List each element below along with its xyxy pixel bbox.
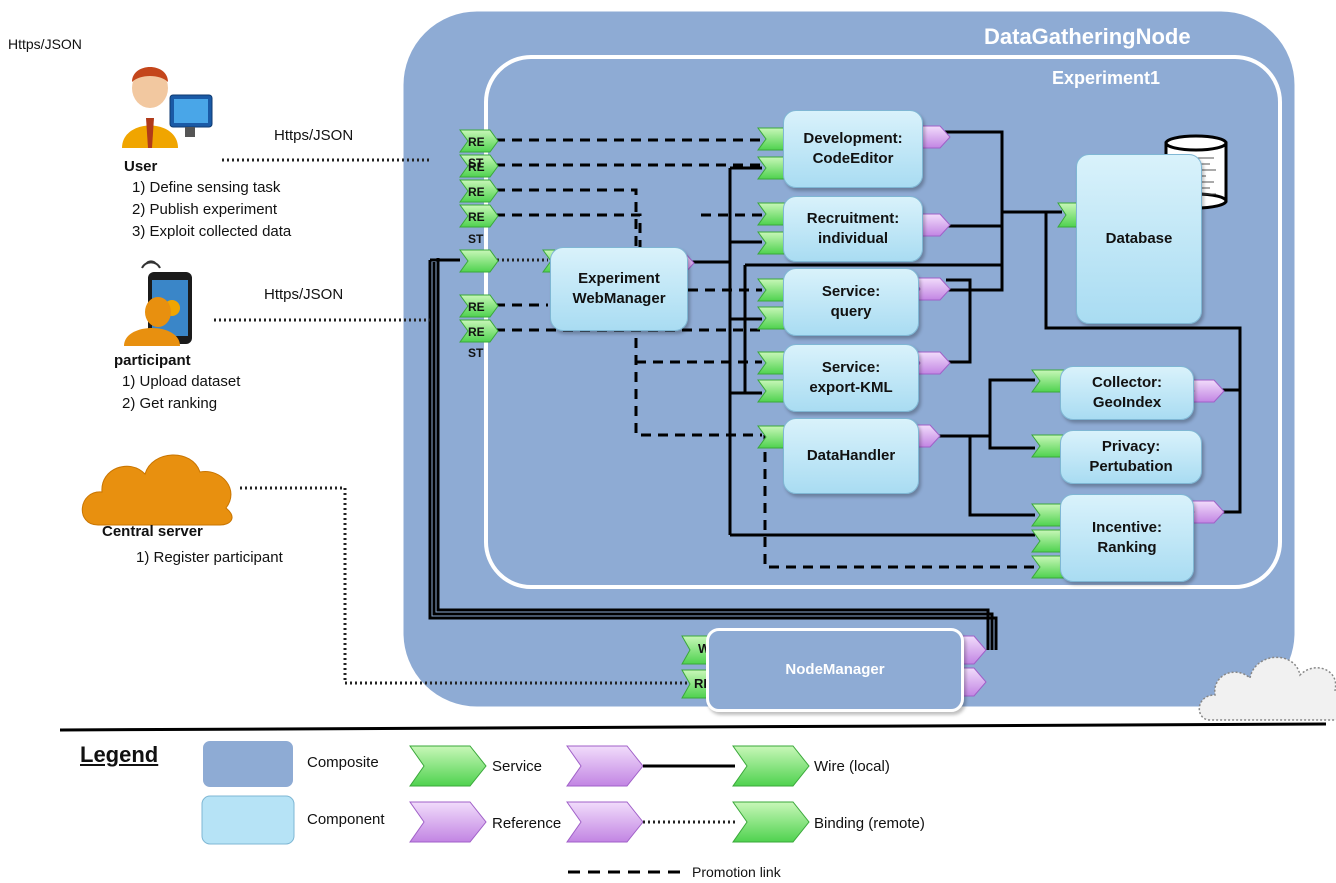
legend-component-swatch [201,795,295,845]
experiment1-title: Experiment1 [1052,68,1161,88]
legend-wire-ref-arrow [566,745,644,787]
component-label-line-1: Database [1105,230,1173,247]
central-server-cloud-icon [81,454,233,526]
remote-bindings [214,158,688,685]
port-label-re-6: RE [468,325,485,339]
experiment-webmanager-component[interactable]: Experiment WebManager [550,247,688,331]
participant-link-label: Https/JSON [264,286,344,303]
legend-binding-service-arrow [732,801,810,843]
port-label-re-2: RE [468,160,485,174]
legend-reference-label: Reference [492,815,562,832]
user-name: User [124,158,158,175]
incentive-component[interactable]: Incentive: Ranking [1060,494,1194,582]
legend-composite-label: Composite [307,754,379,771]
component-label-line-1: NodeManager [785,661,885,678]
legend-promotion-label: Promotion link [692,864,781,880]
component-label-line-2: WebManager [572,290,666,307]
user-task-2: 2) Publish experiment [132,201,278,218]
query-component[interactable]: Service: query [783,268,919,336]
port-label-st-2: ST [468,232,484,246]
component-label-line-1: Recruitment: [806,210,900,227]
component-label-line-1: Privacy: [1101,438,1161,455]
codeeditor-component[interactable]: Development: CodeEditor [783,110,923,188]
component-label-line-1: Incentive: [1091,519,1163,536]
legend-service-label: Service [492,758,543,775]
top-left-protocol-label: Https/JSON [8,36,82,52]
port-label-re-1: RE [468,135,485,149]
port-label-st-1: ST [468,156,484,170]
datahandler-component[interactable]: DataHandler [783,418,919,494]
component-label-line-1: Development: [803,130,903,147]
cloud-icon [1198,656,1336,721]
legend-service-arrow [409,745,487,787]
database-component[interactable]: Database [1076,154,1202,324]
port-label-re-5: RE [468,300,485,314]
local-wires [428,130,1242,650]
participant-task-2: 2) Get ranking [122,395,218,412]
component-label-line-2: Ranking [1097,539,1157,556]
port-label-re-3: RE [468,185,485,199]
legend-binding-label: Binding (remote) [814,815,925,832]
legend-component-label: Component [307,811,385,828]
datagatheringnode-title: DataGatheringNode [984,24,1191,49]
export-kml-component[interactable]: Service: export-KML [783,344,919,412]
component-label-line-2: export-KML [809,379,893,396]
legend-composite-swatch [201,739,295,789]
central-server-task-1: 1) Register participant [136,549,283,566]
component-label-line-2: Pertubation [1089,458,1173,475]
component-label-line-1: Service: [821,359,881,376]
component-label-line-2: query [830,303,872,320]
port-label-re-4: RE [468,210,485,224]
collector-component[interactable]: Collector: GeoIndex [1060,366,1194,420]
component-label-line-1: Experiment [578,270,660,287]
port-label-st-3: ST [468,346,484,360]
legend-reference-arrow [409,801,487,843]
participant-icon [124,260,192,346]
participant-task-1: 1) Upload dataset [122,373,241,390]
recruitment-component[interactable]: Recruitment: individual [783,196,923,262]
user-task-3: 3) Exploit collected data [132,223,292,240]
component-label-line-2: GeoIndex [1092,394,1162,411]
component-label-line-1: DataHandler [806,447,896,464]
user-link-label: Https/JSON [274,127,354,144]
legend-separator [59,722,1327,732]
nodemanager-component[interactable]: NodeManager [706,628,964,712]
privacy-component[interactable]: Privacy: Pertubation [1060,430,1202,484]
legend-binding-ref-arrow [566,801,644,843]
legend-wire-service-arrow [732,745,810,787]
participant-name: participant [114,352,191,369]
legend-wire-label: Wire (local) [814,758,890,775]
component-label-line-1: Collector: [1091,374,1162,391]
component-label-line-2: CodeEditor [812,150,894,167]
component-label-line-2: individual [817,230,888,247]
legend-title: Legend [80,742,159,767]
user-icon [122,67,213,148]
central-server-name: Central server [102,523,203,540]
user-task-1: 1) Define sensing task [132,179,281,196]
component-label-line-1: Service: [821,283,881,300]
